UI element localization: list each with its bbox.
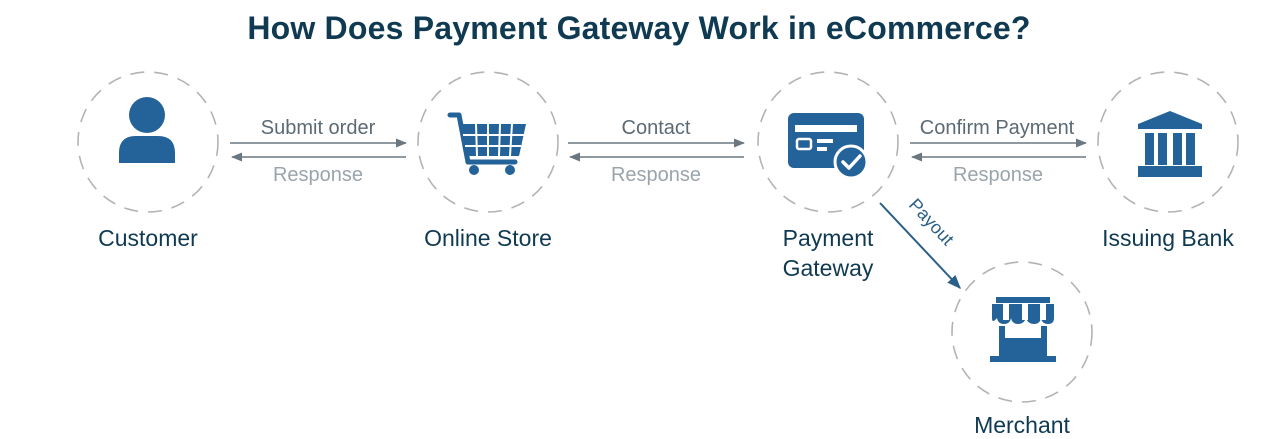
storefront-icon [990,297,1056,362]
bank-icon [1138,111,1202,177]
payment-gateway-circle [757,71,899,213]
issuing-bank-label: Issuing Bank [1102,225,1234,251]
shopping-cart-icon [447,112,526,175]
customer-response-label: Response [273,164,363,186]
confirm-payment-label: Confirm Payment [920,117,1075,139]
gateway-response-label: Response [953,164,1043,186]
payout-arrow [879,202,961,290]
payment-card-check-icon [788,113,869,180]
payment-gateway-label-line2: Gateway [783,255,874,281]
contact-label: Contact [622,117,691,139]
payout-label: Payout [905,195,958,250]
customer-circle [77,71,219,213]
submit-order-label: Submit order [261,117,376,139]
payment-gateway-label-line1: Payment [783,225,874,251]
user-icon [119,97,175,163]
page-title: How Does Payment Gateway Work in eCommer… [247,10,1031,46]
merchant-label: Merchant [974,412,1070,438]
online-store-label: Online Store [424,225,552,251]
online-store-circle [417,71,559,213]
customer-label: Customer [98,225,198,251]
store-response-label: Response [611,164,701,186]
issuing-bank-circle [1097,71,1239,213]
merchant-circle [951,261,1093,403]
